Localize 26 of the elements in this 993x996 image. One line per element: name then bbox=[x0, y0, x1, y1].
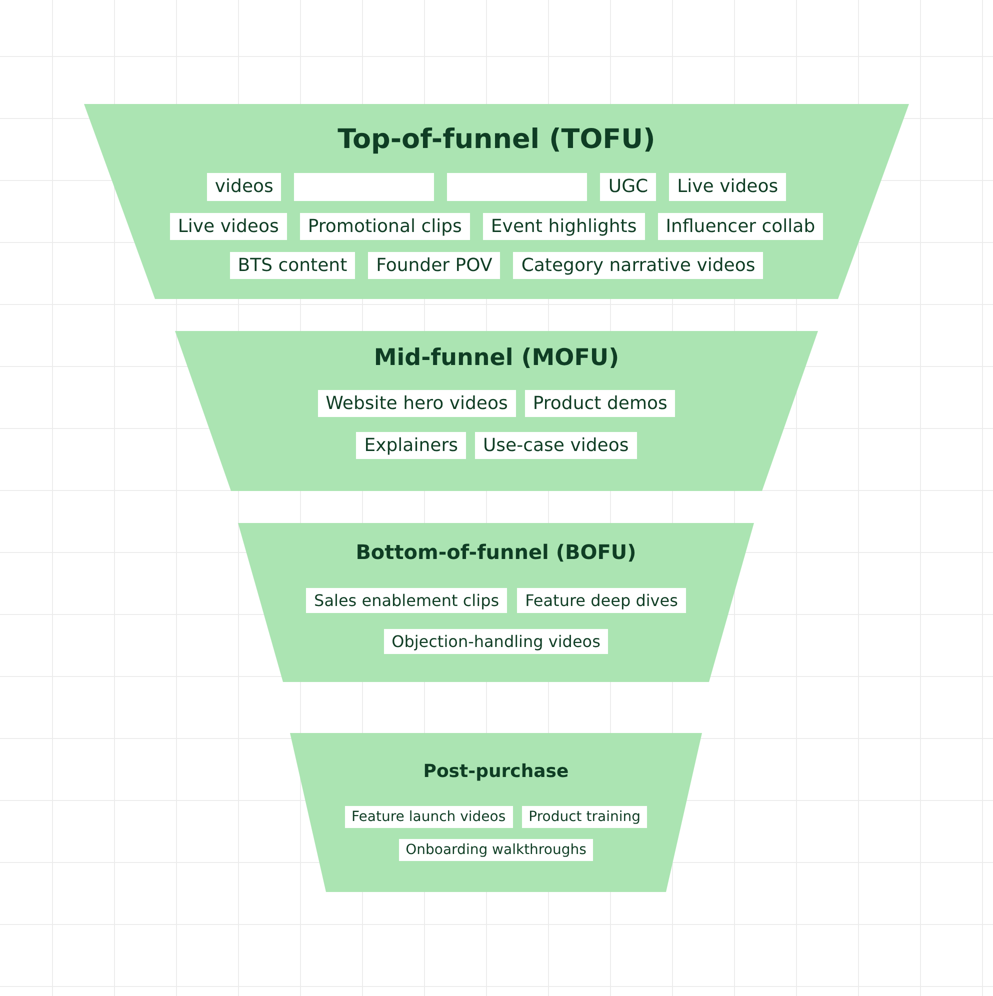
content-tag: Live videos bbox=[669, 173, 786, 201]
content-tag: Category narrative videos bbox=[513, 252, 764, 279]
content-tag: Feature launch videos bbox=[344, 806, 513, 828]
stage-title: Mid-funnel (MOFU) bbox=[374, 345, 620, 371]
content-tag: Live videos bbox=[170, 213, 287, 240]
content-tag: Event highlights bbox=[482, 213, 645, 240]
content-tag: Sales enablement clips bbox=[306, 588, 508, 613]
content-tag: Onboarding walkthroughs bbox=[398, 839, 594, 861]
content-tag: Founder POV bbox=[368, 252, 500, 279]
content-tag: BTS content bbox=[230, 252, 356, 279]
content-tag: UGC bbox=[600, 173, 656, 201]
content-tag: Objection-handling videos bbox=[384, 629, 608, 654]
content-tag: Website hero videos bbox=[318, 390, 516, 417]
stage-title: Bottom-of-funnel (BOFU) bbox=[356, 540, 636, 564]
content-tag: Feature deep dives bbox=[517, 588, 686, 613]
stage-title: Top-of-funnel (TOFU) bbox=[338, 124, 656, 155]
blank-tag bbox=[294, 173, 434, 201]
content-tag: Product training bbox=[522, 806, 648, 828]
stage-title: Post-purchase bbox=[423, 761, 569, 782]
content-tag: Use-case videos bbox=[474, 432, 637, 459]
content-tag: Promotional clips bbox=[300, 213, 470, 240]
content-tag: Explainers bbox=[356, 432, 466, 459]
content-tag: videos bbox=[206, 173, 282, 201]
blank-tag bbox=[447, 173, 588, 201]
content-tag: Influencer collab bbox=[658, 213, 824, 240]
content-tag: Product demos bbox=[524, 390, 676, 417]
